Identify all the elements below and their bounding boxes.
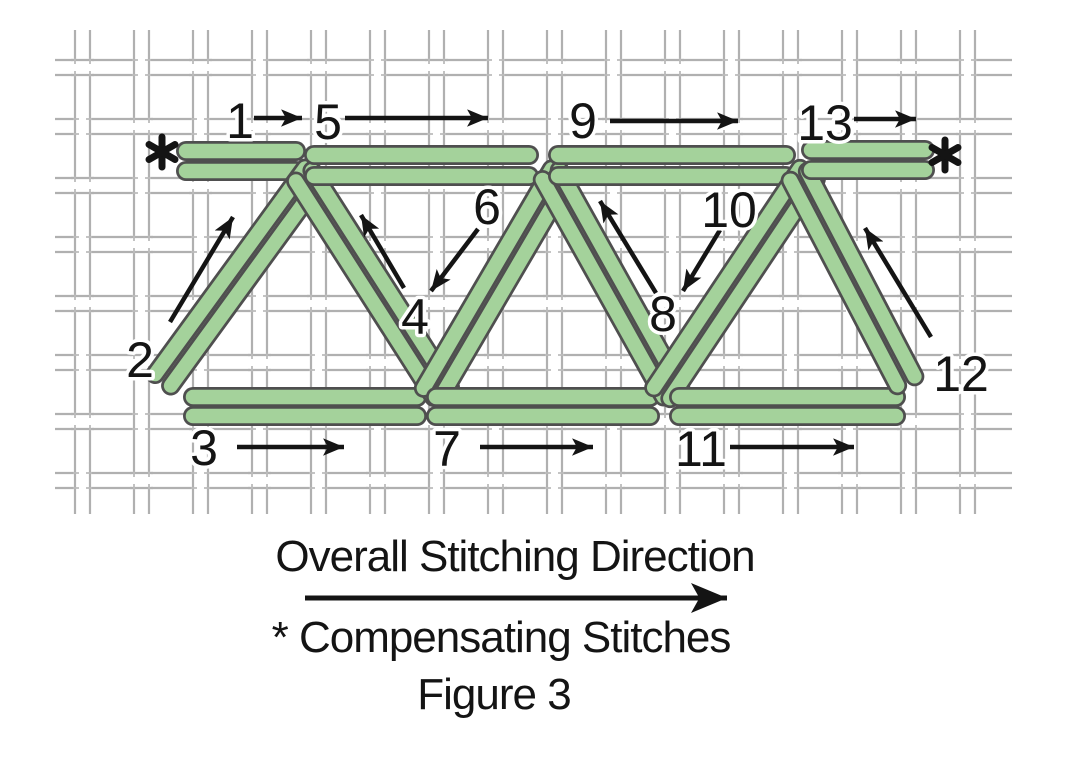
- stitches-layer: [145, 140, 935, 426]
- diagonal-stitch-12: [780, 161, 925, 396]
- overall-direction-label: Overall Stitching Direction: [275, 532, 754, 581]
- arrows-layer: [168, 109, 933, 456]
- bar-stitch-7: [426, 387, 660, 426]
- stitch-arrow-10: [681, 228, 722, 293]
- bar-stitch-9: [548, 145, 796, 186]
- stitch-number-1: 1: [226, 93, 254, 149]
- compensating-stitches-note: * Compensating Stitches: [272, 613, 731, 662]
- asterisks-layer: [145, 133, 962, 174]
- bar-stitch-1: [176, 141, 306, 181]
- diagonal-stitch-2: [145, 158, 331, 396]
- stitch-number-12: 12: [933, 346, 989, 402]
- compensating-asterisk: [928, 136, 962, 174]
- stitch-number-2: 2: [126, 332, 154, 388]
- bar-stitch-5: [304, 145, 539, 186]
- diagonal-stitch-10: [644, 158, 826, 409]
- bar-stitch-11: [669, 387, 906, 426]
- stitch-number-8: 8: [649, 286, 677, 342]
- stitch-number-7: 7: [433, 421, 461, 477]
- stitch-number-13: 13: [797, 95, 853, 151]
- stitch-arrow-4: [359, 213, 406, 290]
- diagonal-stitch-4: [286, 161, 460, 407]
- stitch-number-9: 9: [569, 93, 597, 149]
- stitch-arrow-2: [168, 215, 235, 324]
- diagonal-stitch-6: [413, 159, 579, 408]
- bar-stitch-3: [183, 387, 427, 426]
- stitch-number-4: 4: [401, 289, 429, 345]
- bar-stitch-13: [801, 140, 935, 180]
- stitch-number-5: 5: [314, 94, 342, 150]
- stitch-number-10: 10: [701, 182, 757, 238]
- stitch-arrow-6: [429, 227, 480, 293]
- stitch-number-11: 11: [675, 421, 727, 477]
- stitch-arrow-12: [863, 226, 933, 339]
- compensating-asterisk: [145, 133, 179, 171]
- stitch-number-6: 6: [473, 179, 501, 235]
- figure-caption: Figure 3: [417, 670, 570, 719]
- diagonal-stitch-8: [532, 160, 691, 407]
- stitch-arrow-8: [598, 199, 658, 295]
- stitch-number-3: 3: [190, 420, 218, 476]
